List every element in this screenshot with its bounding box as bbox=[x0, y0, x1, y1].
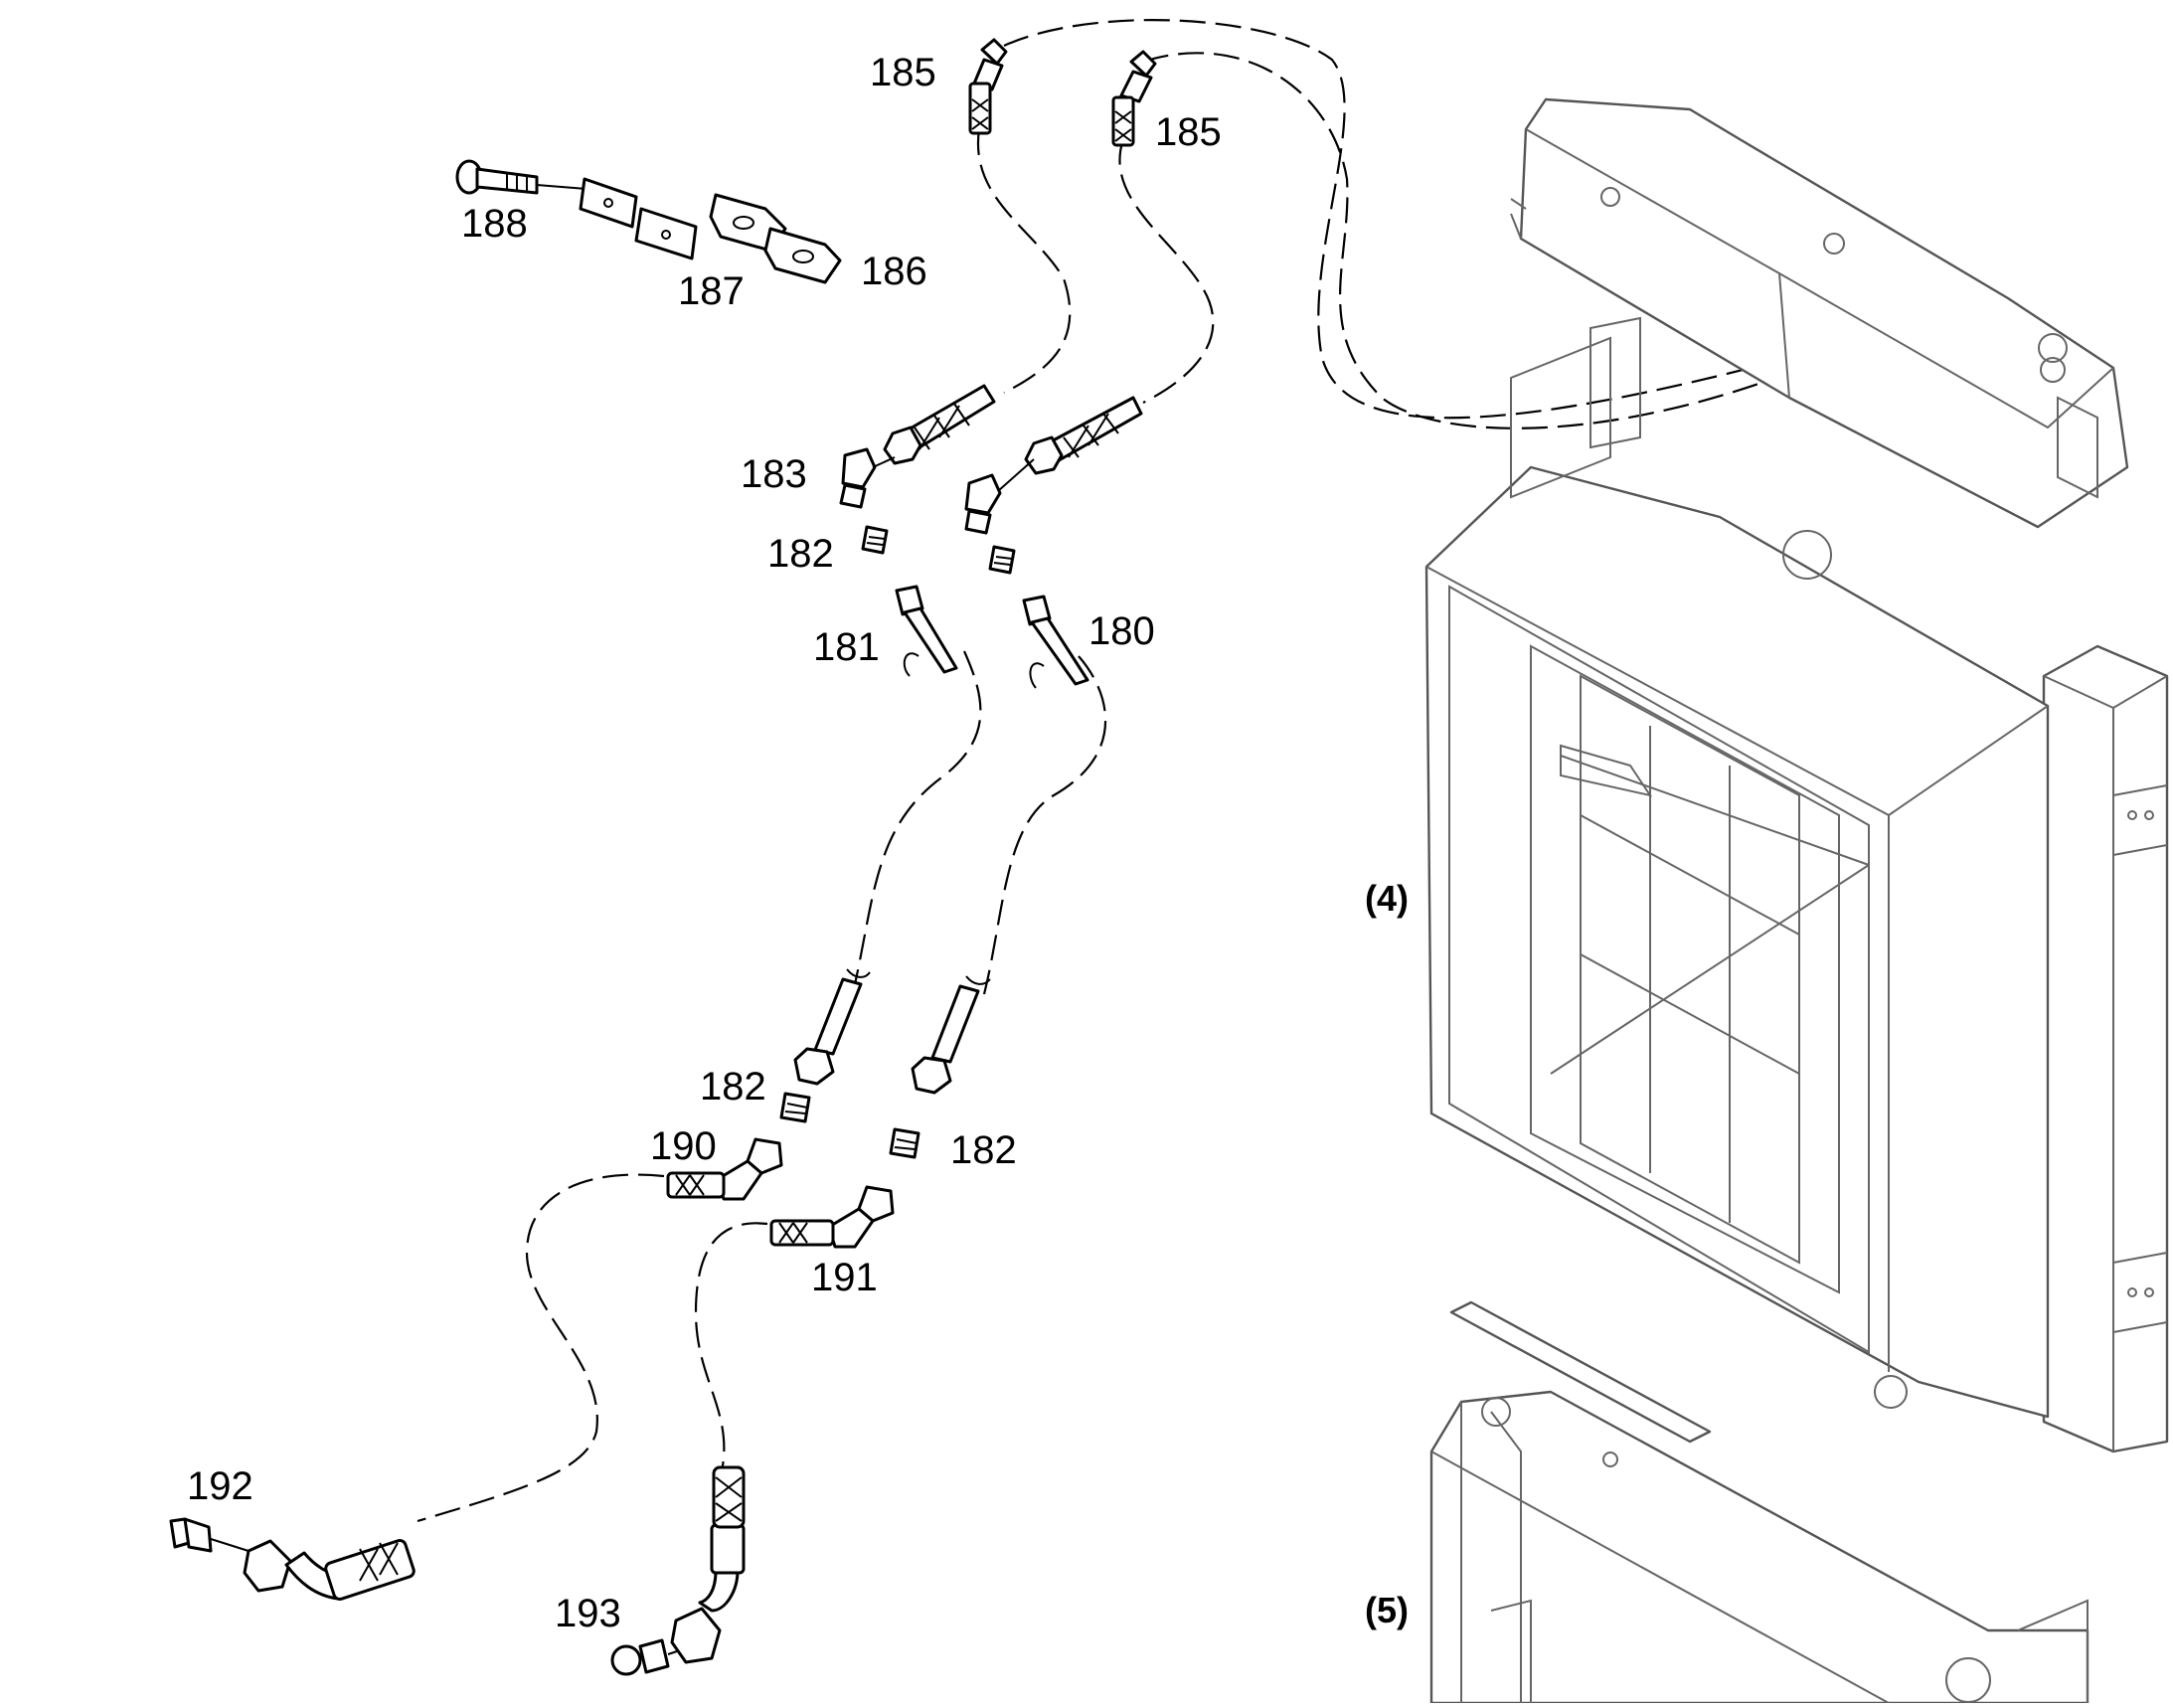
callout-181: 181 bbox=[813, 625, 880, 669]
assembly-4-side-column bbox=[2042, 644, 2169, 1453]
callout-182: 182 bbox=[950, 1128, 1017, 1172]
callout-190: 190 bbox=[650, 1124, 717, 1168]
upper-right-hose-end bbox=[1024, 396, 1143, 475]
part-182-upper-right-nut bbox=[988, 545, 1016, 575]
part-186-clamp bbox=[709, 193, 842, 284]
part-182-lower-right-nut bbox=[889, 1127, 920, 1159]
callout-191: 191 bbox=[811, 1256, 878, 1299]
part-180-tube bbox=[1022, 595, 1089, 689]
callout-192: 192 bbox=[187, 1464, 253, 1508]
part-182-lower-left-nut bbox=[779, 1092, 811, 1123]
part-183-left-elbow bbox=[839, 447, 896, 509]
part-188-bolt bbox=[455, 159, 587, 195]
assembly-4-radiator-core bbox=[1424, 316, 2050, 1419]
callout-186: 186 bbox=[861, 250, 927, 293]
hose-lines bbox=[417, 19, 1790, 1523]
assembly-labels: (4) (5) bbox=[1365, 878, 1409, 1630]
part-181-tube bbox=[895, 585, 958, 677]
callout-185: 185 bbox=[870, 51, 936, 94]
part-191-elbow-hose bbox=[769, 1185, 895, 1249]
part-183-right-elbow bbox=[964, 458, 1035, 535]
part-192-hose-end bbox=[243, 1539, 416, 1601]
callout-labels: 185 185 188 187 186 183 182 181 180 182 … bbox=[187, 51, 1222, 1635]
callout-193: 193 bbox=[555, 1592, 621, 1635]
part-185-left-fitting bbox=[968, 38, 1008, 135]
assembly-4-top-tank bbox=[1510, 97, 2129, 529]
callout-185: 185 bbox=[1155, 110, 1222, 154]
assembly-label-4: (4) bbox=[1365, 878, 1409, 919]
assembly-label-5: (5) bbox=[1365, 1590, 1409, 1630]
callout-180: 180 bbox=[1088, 609, 1155, 653]
part-185-right-fitting bbox=[1111, 50, 1157, 147]
callout-182: 182 bbox=[700, 1065, 766, 1109]
part-190-elbow-hose bbox=[666, 1137, 783, 1201]
assembly-5-frame bbox=[1429, 1300, 2089, 1705]
part-193-adapter bbox=[610, 1638, 693, 1676]
lower-left-tube bbox=[793, 968, 871, 1086]
callout-183: 183 bbox=[741, 452, 807, 496]
part-187-plate bbox=[579, 177, 698, 260]
part-182-upper-left-nut bbox=[861, 525, 889, 555]
upper-left-hose-end bbox=[883, 384, 996, 465]
part-192-adapter bbox=[169, 1517, 250, 1553]
lower-right-tube bbox=[911, 975, 991, 1095]
callout-187: 187 bbox=[678, 269, 745, 313]
callout-188: 188 bbox=[461, 202, 528, 246]
callout-182: 182 bbox=[767, 532, 834, 576]
part-193-hose-end bbox=[670, 1465, 746, 1664]
